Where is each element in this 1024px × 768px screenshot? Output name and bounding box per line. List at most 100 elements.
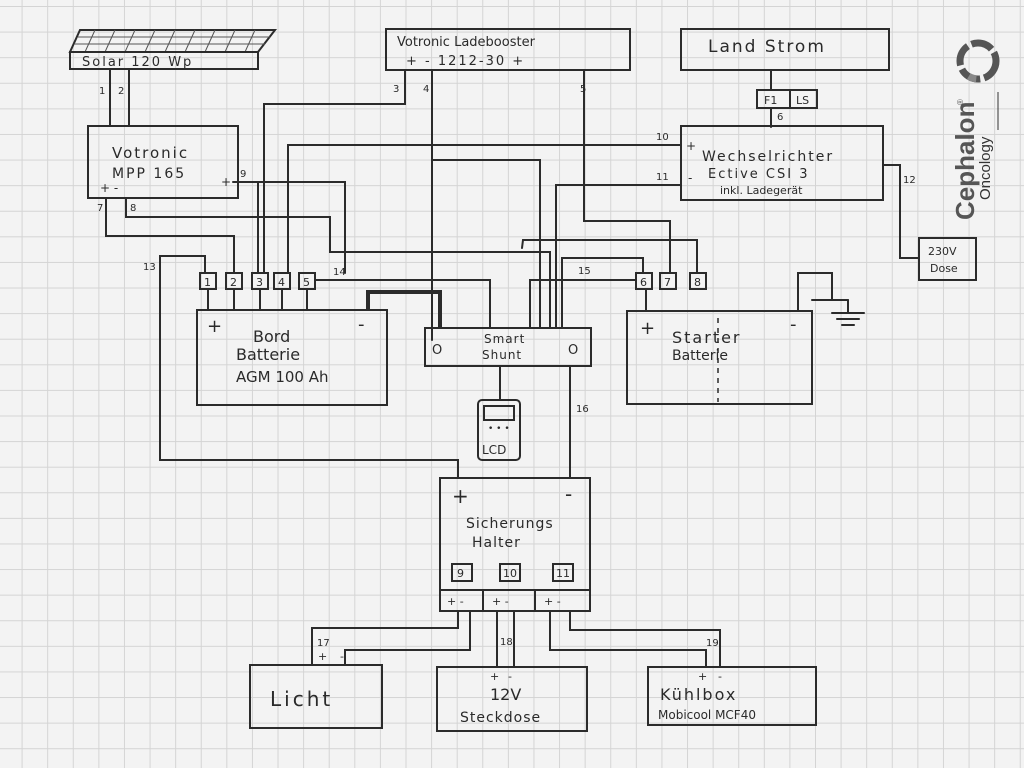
mpp-line2: MPP 165 [112, 166, 186, 182]
breaker-f1: F1 [764, 94, 777, 107]
breaker-ls: LS [796, 94, 809, 107]
svg-text:+: + [490, 670, 499, 683]
wire-16: 16 [576, 404, 589, 415]
inverter-line2: Ective CSI 3 [708, 167, 809, 182]
wire-6: 6 [777, 112, 783, 123]
bord-line2: Batterie [236, 345, 300, 364]
load-light-label: Licht [270, 687, 333, 711]
terminal-1: 1 [204, 276, 211, 289]
brand-name: Cephalon [950, 102, 980, 220]
wire-15: 15 [578, 266, 591, 277]
inverter-line3: inkl. Ladegerät [720, 184, 803, 197]
wire-18: 18 [500, 637, 513, 648]
load-fridge-line2: Mobicool MCF40 [658, 708, 756, 722]
brand-logo: Cephalon ® Oncology [946, 30, 1016, 230]
wire-2: 2 [118, 86, 124, 97]
bord-line1: Bord [253, 327, 290, 346]
terminal-7: 7 [664, 276, 671, 289]
load-fridge-line1: Kühlbox [660, 685, 737, 704]
wire-numbers: 1 2 3 4 5 6 7 8 9 10 11 12 13 14 15 16 1… [97, 84, 916, 649]
svg-text:+: + [698, 670, 707, 683]
bord-minus: - [358, 314, 365, 335]
wire-17: 17 [317, 638, 330, 649]
terminal-block-right: 6 7 8 [635, 272, 707, 290]
booster-label: Votronic Ladebooster [397, 35, 536, 50]
shunt-line1: Smart [484, 332, 525, 346]
svg-text:+: + [318, 650, 327, 663]
fuse-line1: Sicherungs [466, 516, 554, 532]
shore-label: Land Strom [708, 37, 826, 57]
brand-reg: ® [956, 99, 965, 105]
socket-line2: Dose [930, 262, 958, 275]
terminal-2: 2 [230, 276, 237, 289]
wire-12: 12 [903, 175, 916, 186]
fuse-minus: - [565, 482, 572, 506]
mpp-pm: + - [100, 181, 118, 195]
fuse-pm-1: + - [447, 595, 464, 608]
wire-7: 7 [97, 203, 103, 214]
starter-battery: + - Starter Batterie [626, 310, 813, 405]
terminal-3: 3 [256, 276, 263, 289]
wire-5: 5 [580, 84, 586, 95]
brand-logo-graphic: Cephalon ® Oncology [950, 39, 1000, 220]
svg-text:• • •: • • • [488, 424, 510, 434]
shore-power: Land Strom F1 LS [680, 28, 890, 128]
wiring [105, 68, 920, 668]
load-socket-line1: 12V [490, 685, 521, 704]
fuse-pm-2: + - [492, 595, 509, 608]
svg-text:-: - [340, 650, 344, 663]
bord-plus: + [207, 316, 222, 337]
inverter-line1: Wechselrichter [702, 149, 834, 165]
solar-panel: Solar 120 Wp [68, 29, 278, 70]
wire-14: 14 [333, 267, 346, 278]
terminal-block-left: 1 2 3 4 5 [199, 272, 316, 290]
ladebooster: Votronic Ladebooster + - 1212-30 + [385, 28, 631, 71]
starter-line2: Batterie [672, 348, 728, 364]
inverter-plus: + [686, 139, 696, 153]
solar-label: Solar 120 Wp [82, 55, 193, 70]
wire-4: 4 [423, 84, 429, 95]
booster-code: + - 1212-30 + [406, 54, 525, 69]
mpp-plus: + [221, 175, 231, 189]
svg-text:-: - [508, 670, 512, 683]
starter-minus: - [790, 314, 797, 335]
starter-line1: Starter [672, 328, 742, 347]
wire-9: 9 [240, 169, 246, 180]
shunt-line2: Shunt [482, 348, 522, 362]
shunt-o-left: O [432, 343, 442, 358]
wire-8: 8 [130, 203, 136, 214]
load-light: Licht + - [249, 650, 383, 729]
terminal-8: 8 [694, 276, 701, 289]
smart-shunt: Smart Shunt O O [424, 327, 592, 367]
fuse-slot-10: 10 [503, 567, 517, 580]
inverter: Wechselrichter Ective CSI 3 inkl. Ladege… [680, 125, 884, 201]
fuse-holder: + - Sicherungs Halter 9 10 11 + - + - + … [439, 477, 591, 612]
lcd-label: LCD [482, 443, 506, 457]
fuse-slot-11: 11 [556, 567, 570, 580]
svg-text:-: - [718, 670, 722, 683]
brand-sub: Oncology [977, 136, 994, 200]
fuse-line2: Halter [472, 535, 521, 551]
terminal-5: 5 [303, 276, 310, 289]
house-battery: + - Bord Batterie AGM 100 Ah [196, 309, 388, 406]
fuse-plus: + [452, 484, 469, 508]
breaker-box [756, 89, 818, 109]
socket-line1: 230V [928, 245, 957, 258]
shunt-o-right: O [568, 343, 578, 358]
wire-10: 10 [656, 132, 669, 143]
bord-line3: AGM 100 Ah [236, 368, 329, 386]
inverter-minus: - [688, 171, 692, 185]
ground-symbol [831, 299, 865, 326]
terminal-6: 6 [640, 276, 647, 289]
load-socket-line2: Steckdose [460, 710, 541, 726]
fuse-slot-9: 9 [457, 567, 464, 580]
wire-13: 13 [143, 262, 156, 273]
mpp-line1: Votronic [112, 144, 189, 162]
ac-socket: 230V Dose [918, 237, 977, 281]
starter-plus: + [640, 318, 655, 339]
mpp-controller: Votronic MPP 165 + - + [87, 125, 239, 199]
terminal-4: 4 [278, 276, 285, 289]
wire-11: 11 [656, 172, 669, 183]
